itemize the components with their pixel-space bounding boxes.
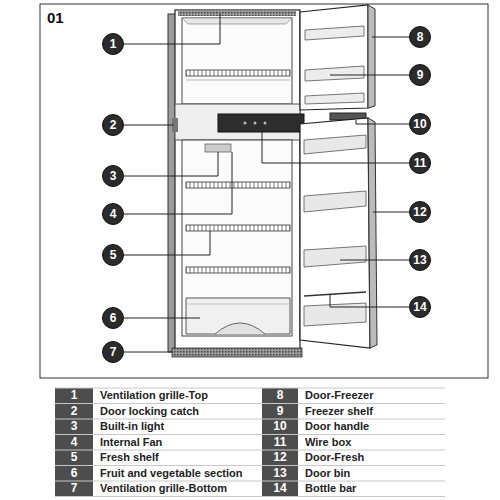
callout-circle-shape <box>103 34 124 55</box>
callout-bubble: 13 <box>409 249 431 271</box>
callout-bubble: 7 <box>102 341 124 363</box>
callout-bubble: 14 <box>409 296 431 318</box>
callout-circle-shape <box>410 114 431 135</box>
callout-bubble: 12 <box>409 201 431 223</box>
callout-circle-shape <box>410 27 431 48</box>
callout-circle-shape <box>410 153 431 174</box>
table-number-cell: 13 <box>262 466 298 482</box>
table-text-cell: Fruit and vegetable section <box>100 466 260 482</box>
table-number-cell: 5 <box>55 450 93 466</box>
callout-circle-shape <box>103 204 124 225</box>
table-text-cell: Wire box <box>305 435 445 451</box>
callout-bubble: 1 <box>102 33 124 55</box>
table-text-cell: Bottle bar <box>305 481 445 497</box>
table-text-cell: Built-in light <box>100 419 260 435</box>
table-text-cell: Door handle <box>305 419 445 435</box>
callout-circle-shape <box>410 297 431 318</box>
table-number-cell: 8 <box>262 388 298 404</box>
callout-number: 13 <box>409 249 431 271</box>
table-number-cell: 6 <box>55 466 93 482</box>
figure-number: 01 <box>47 9 87 27</box>
callout-number: 2 <box>102 114 124 136</box>
callout-circle-shape <box>103 245 124 266</box>
table-text-cell: Door-Freezer <box>305 388 445 404</box>
callout-bubble: 6 <box>102 307 124 329</box>
table-number-cell: 10 <box>262 419 298 435</box>
callout-number: 1 <box>102 33 124 55</box>
table-number-cell: 9 <box>262 404 298 420</box>
callout-number: 3 <box>102 165 124 187</box>
callout-number: 14 <box>409 296 431 318</box>
table-number-cell: 12 <box>262 450 298 466</box>
callout-circle-shape <box>103 308 124 329</box>
table-text-cell: Freezer shelf <box>305 404 445 420</box>
table-text-cell: Fresh shelf <box>100 450 260 466</box>
callout-bubble: 4 <box>102 203 124 225</box>
table-text-cell: Internal Fan <box>100 435 260 451</box>
callout-bubble: 11 <box>409 152 431 174</box>
callout-bubble: 8 <box>409 26 431 48</box>
callout-number: 10 <box>409 113 431 135</box>
callout-number: 9 <box>409 64 431 86</box>
callout-circle-shape <box>103 166 124 187</box>
callout-number: 5 <box>102 244 124 266</box>
callout-number: 7 <box>102 341 124 363</box>
callout-bubble: 9 <box>409 64 431 86</box>
callout-circle-shape <box>410 202 431 223</box>
table-text-cell: Door locking catch <box>100 404 260 420</box>
table-number-cell: 4 <box>55 435 93 451</box>
table-text-cell: Door-Fresh <box>305 450 445 466</box>
table-text-cell: Ventilation grille-Top <box>100 388 260 404</box>
table-number-cell: 2 <box>55 404 93 420</box>
table-number-cell: 3 <box>55 419 93 435</box>
table-text-cell: Door bin <box>305 466 445 482</box>
callout-circle-shape <box>103 115 124 136</box>
callout-bubble: 5 <box>102 244 124 266</box>
callout-bubble: 3 <box>102 165 124 187</box>
table-number-cell: 11 <box>262 435 298 451</box>
callout-number: 8 <box>409 26 431 48</box>
callout-number: 11 <box>409 152 431 174</box>
callout-bubble: 10 <box>409 113 431 135</box>
callout-circle-shape <box>410 250 431 271</box>
callout-circle-shape <box>103 342 124 363</box>
table-number-cell: 14 <box>262 481 298 497</box>
callout-circle-shape <box>410 65 431 86</box>
callout-bubble: 2 <box>102 114 124 136</box>
table-number-cell: 7 <box>55 481 93 497</box>
table-text-cell: Ventilation grille-Bottom <box>100 481 260 497</box>
callout-number: 4 <box>102 203 124 225</box>
callout-number: 12 <box>409 201 431 223</box>
callout-number: 6 <box>102 307 124 329</box>
table-number-cell: 1 <box>55 388 93 404</box>
